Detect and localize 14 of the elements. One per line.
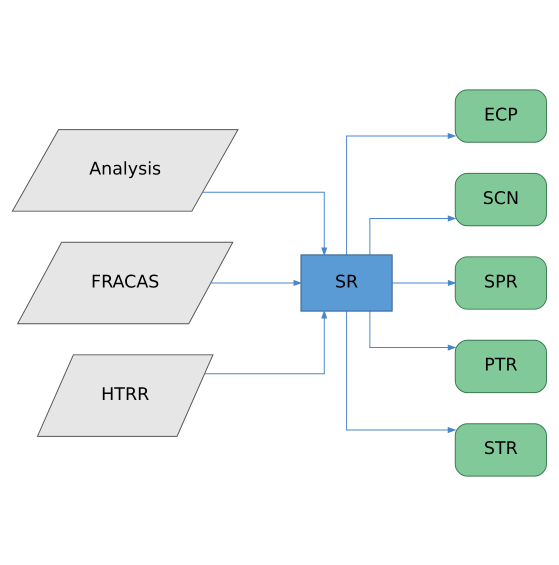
node-box: STR [454, 422, 547, 476]
node-box: SPR [454, 256, 547, 310]
arrow [369, 310, 457, 350]
node-box: SCN [454, 172, 547, 226]
arrow [202, 191, 328, 256]
arrow [204, 309, 328, 374]
node-box: ECP [454, 88, 547, 142]
arrow [392, 279, 457, 286]
arrow [346, 132, 456, 255]
node-box: PTR [454, 339, 547, 393]
node-box: SR [300, 254, 393, 312]
arrow [346, 310, 456, 433]
arrow [369, 214, 457, 254]
arrow [210, 279, 302, 286]
